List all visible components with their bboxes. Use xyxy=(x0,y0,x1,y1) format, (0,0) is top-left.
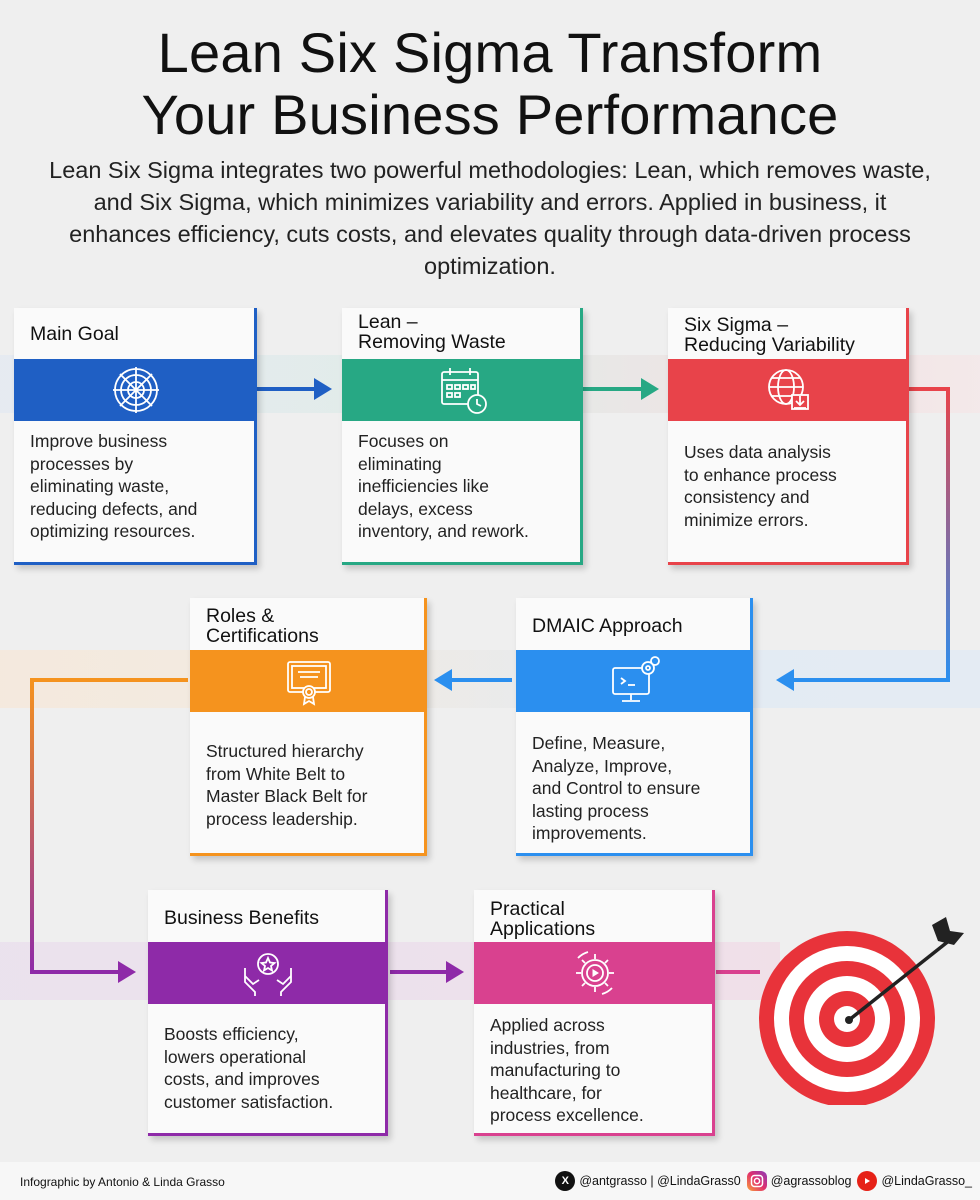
card-description: Improve business processes by eliminatin… xyxy=(30,431,198,541)
monitor-gears-icon xyxy=(611,656,660,702)
card-dmaic: DMAIC Approach Define, Measure, Analyze,… xyxy=(516,598,753,856)
card-description: Focuses on eliminating inefficiencies li… xyxy=(358,431,529,541)
card-six-sigma: Six Sigma – Reducing Variability Uses da… xyxy=(668,308,909,565)
title-line-1: Lean Six Sigma Transform xyxy=(157,21,823,84)
card-color-bar xyxy=(474,942,715,1004)
card-edge-bottom xyxy=(474,1133,715,1136)
card-color-bar xyxy=(190,650,427,712)
card-edge-bottom xyxy=(668,562,909,565)
card-description: Structured hierarchy from White Belt to … xyxy=(206,741,368,829)
card-description: Boosts efficiency, lowers operational co… xyxy=(164,1024,334,1112)
card-color-bar xyxy=(148,942,388,1004)
card-title: Lean – Removing Waste xyxy=(358,311,506,353)
card-edge-bottom xyxy=(14,562,257,565)
arrow-sixsigma-to-dmaic xyxy=(790,387,950,682)
youtube-handle[interactable]: @LindaGrasso_ xyxy=(881,1174,972,1188)
card-edge-right xyxy=(580,308,583,565)
card-color-bar xyxy=(342,359,583,421)
card-title: Practical Applications xyxy=(490,898,596,940)
arrow-lean-to-sixsigma xyxy=(582,378,659,400)
card-lean: Lean – Removing Waste Focuses on elimina… xyxy=(342,308,583,565)
card-color-bar xyxy=(14,359,257,421)
card-edge-bottom xyxy=(342,562,583,565)
card-practical-applications: Practical Applications Applied across in… xyxy=(474,890,715,1136)
card-edge-bottom xyxy=(516,853,753,856)
card-title: DMAIC Approach xyxy=(532,615,683,637)
card-edge-bottom xyxy=(148,1133,388,1136)
target-wheel-icon xyxy=(112,367,159,413)
arrow-roles-to-benefits xyxy=(30,678,188,974)
x-logo-icon[interactable]: X xyxy=(555,1171,576,1191)
arrow-dmaic-to-roles xyxy=(434,669,512,691)
card-edge-right xyxy=(424,598,427,856)
arrow-main-to-lean xyxy=(256,378,332,400)
card-main-goal: Main Goal Improve business processes by … xyxy=(14,308,257,565)
calendar-clock-icon xyxy=(440,368,487,414)
social-links: X @antgrasso | @LindaGrass0 @agrassoblog… xyxy=(549,1171,972,1191)
card-edge-right xyxy=(906,308,909,565)
hands-star-icon xyxy=(244,953,292,996)
card-title: Roles & Certifications xyxy=(206,605,319,647)
card-roles-certifications: Roles & Certifications Structured hierar… xyxy=(190,598,427,856)
subtitle: Lean Six Sigma integrates two powerful m… xyxy=(49,157,931,279)
footer: Infographic by Antonio & Linda Grasso X … xyxy=(0,1162,980,1200)
x-handle[interactable]: @antgrasso | @LindaGrass0 xyxy=(579,1174,741,1188)
card-description: Applied across industries, from manufact… xyxy=(490,1015,644,1125)
gear-play-icon xyxy=(575,951,614,995)
arrowhead-dmaic xyxy=(776,669,794,691)
card-edge-right xyxy=(750,598,753,856)
arrowhead-benefits xyxy=(118,961,136,983)
footer-credit: Infographic by Antonio & Linda Grasso xyxy=(20,1175,225,1189)
card-description: Define, Measure, Analyze, Improve, and C… xyxy=(532,733,701,843)
certificate-icon xyxy=(286,661,331,706)
card-title: Main Goal xyxy=(30,323,119,345)
card-title: Six Sigma – Reducing Variability xyxy=(684,314,855,356)
card-color-bar xyxy=(516,650,753,712)
card-edge-right xyxy=(385,890,388,1136)
bullseye-target-icon xyxy=(759,917,964,1105)
page-title: Lean Six Sigma Transform Your Business P… xyxy=(0,22,980,146)
globe-download-icon xyxy=(767,369,809,410)
card-edge-bottom xyxy=(190,853,427,856)
title-line-2: Your Business Performance xyxy=(141,83,839,146)
card-color-bar xyxy=(668,359,909,421)
card-description: Uses data analysis to enhance process co… xyxy=(684,442,837,530)
card-edge-right xyxy=(712,890,715,1136)
arrow-benefits-to-applications xyxy=(390,961,464,983)
card-business-benefits: Business Benefits Boosts efficiency, low… xyxy=(148,890,388,1136)
instagram-handle[interactable]: @agrassoblog xyxy=(770,1174,852,1188)
card-title: Business Benefits xyxy=(164,907,320,929)
youtube-icon[interactable] xyxy=(857,1171,878,1191)
card-edge-right xyxy=(254,308,257,565)
instagram-icon[interactable] xyxy=(746,1171,767,1191)
